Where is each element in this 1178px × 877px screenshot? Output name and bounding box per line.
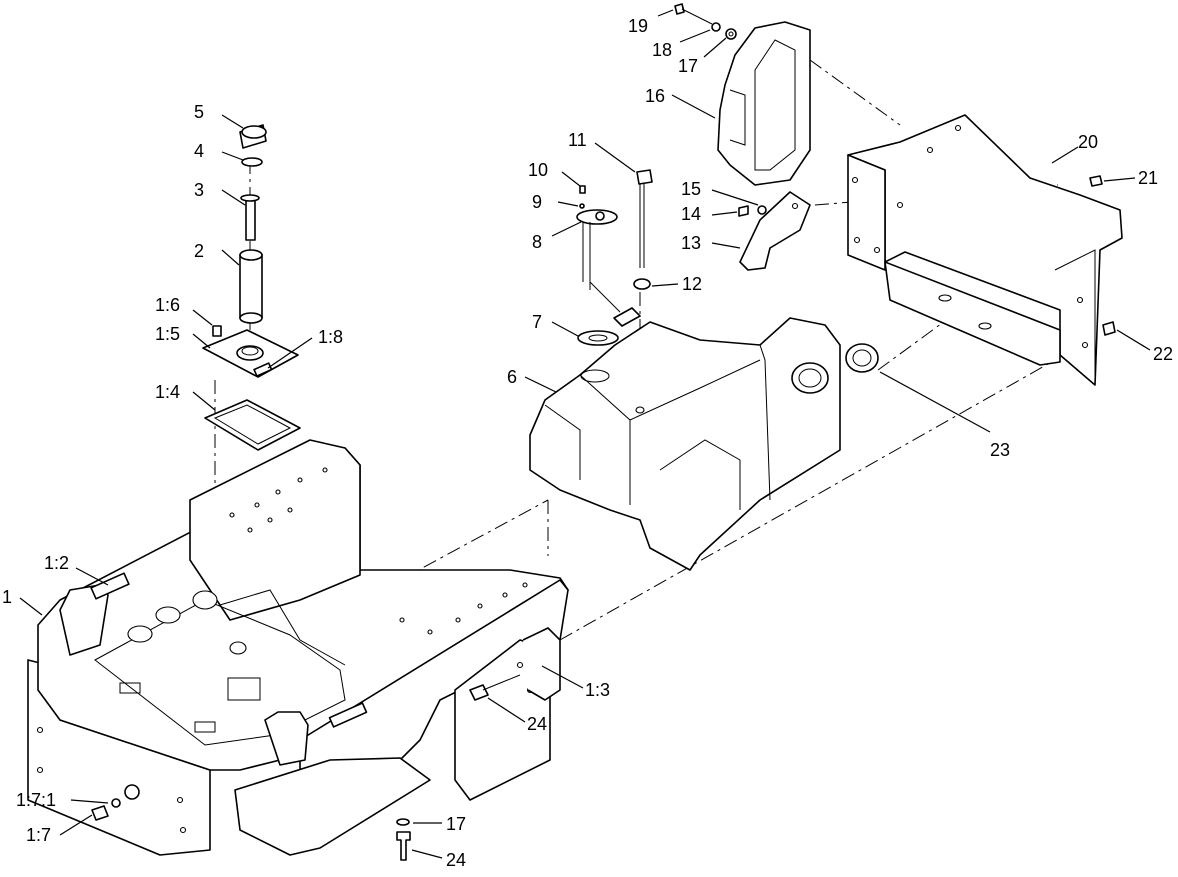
callout-8: 8 <box>532 232 542 252</box>
callout-1: 1 <box>2 587 12 607</box>
callout-2: 2 <box>194 241 204 261</box>
callout-23: 23 <box>990 440 1010 460</box>
callout-21: 21 <box>1138 168 1158 188</box>
callout-16: 16 <box>645 86 665 106</box>
callout-17-upper: 17 <box>678 56 698 76</box>
callout-19: 19 <box>628 16 648 36</box>
callout-1-5: 1:5 <box>155 324 180 344</box>
callout-1-3: 1:3 <box>585 680 610 700</box>
callout-1-6: 1:6 <box>155 295 180 315</box>
callout-13: 13 <box>681 233 701 253</box>
callout-18: 18 <box>652 40 672 60</box>
callout-10: 10 <box>528 160 548 180</box>
callout-1-7: 1:7 <box>26 825 51 845</box>
callout-12: 12 <box>682 274 702 294</box>
callout-24-upper: 24 <box>527 714 547 734</box>
bolts <box>396 674 521 861</box>
fuel-cap <box>845 343 879 373</box>
main-frame <box>27 439 569 856</box>
callout-20: 20 <box>1078 132 1098 152</box>
callout-1-8: 1:8 <box>318 327 343 347</box>
callout-7: 7 <box>532 312 542 332</box>
callout-15: 15 <box>681 179 701 199</box>
callout-3: 3 <box>194 180 204 200</box>
frame-holes <box>36 467 534 834</box>
callout-17-lower: 17 <box>446 814 466 834</box>
weight-and-bracket <box>674 3 811 271</box>
callout-1-7-1: 1:7:1 <box>16 790 56 810</box>
callout-labels: 5 4 3 2 1:6 1:5 1:8 1:4 1:2 1 1:7:1 1:7 … <box>2 16 1173 870</box>
mounting-tray <box>847 114 1123 386</box>
callout-6: 6 <box>507 367 517 387</box>
hydraulic-filler-assembly <box>202 124 301 451</box>
callout-1-2: 1:2 <box>44 553 69 573</box>
fuel-tank <box>529 317 841 571</box>
callout-5: 5 <box>194 102 204 122</box>
leader-lines <box>19 9 1151 859</box>
callout-1-4: 1:4 <box>155 382 180 402</box>
callout-11: 11 <box>568 130 587 150</box>
callout-22: 22 <box>1153 344 1173 364</box>
fuel-sender-assembly <box>576 169 653 346</box>
callout-9: 9 <box>532 192 542 212</box>
callout-14: 14 <box>681 204 701 224</box>
callout-24-lower: 24 <box>446 850 466 870</box>
callout-4: 4 <box>194 141 204 161</box>
